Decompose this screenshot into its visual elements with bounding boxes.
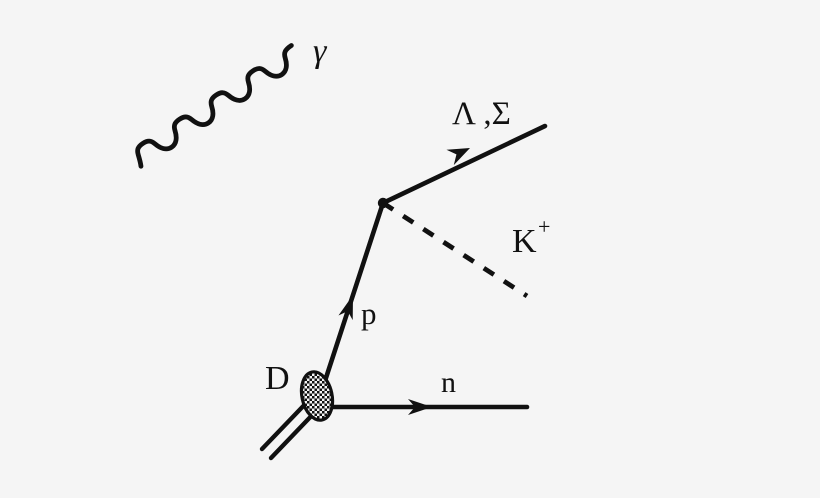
- deuteron-blob-outline: [299, 370, 335, 422]
- photon-wavy-line-final: [135, 43, 294, 169]
- kaon-charge-superscript: +: [538, 214, 550, 239]
- kaon-label: K: [512, 223, 537, 260]
- kaon-leg: [381, 200, 529, 299]
- interaction-vertex-dot: [377, 197, 389, 209]
- kaon-dashed-line: [381, 200, 529, 299]
- deuteron-line-upper: [259, 395, 314, 452]
- proton-arrowhead: [338, 295, 353, 321]
- hyperon-arrowhead: [446, 148, 470, 166]
- neutron-label: n: [441, 366, 456, 399]
- deuteron-blob-fill: [301, 371, 333, 421]
- photon-leg-final: [135, 43, 294, 169]
- photon-label: γ: [313, 33, 328, 70]
- proton-label: p: [361, 296, 377, 331]
- deuteron-blob: [299, 370, 335, 422]
- kaon-label-group: K +: [512, 214, 550, 260]
- deuteron-label: D: [265, 360, 290, 397]
- hyperon-line: [380, 123, 548, 206]
- proton-leg: [321, 200, 386, 387]
- hyperon-leg: [380, 123, 548, 206]
- neutron-arrowhead: [408, 399, 432, 415]
- proton-line: [321, 200, 386, 387]
- neutron-leg: [324, 399, 530, 415]
- hyperon-label: Λ ,Σ: [452, 96, 511, 132]
